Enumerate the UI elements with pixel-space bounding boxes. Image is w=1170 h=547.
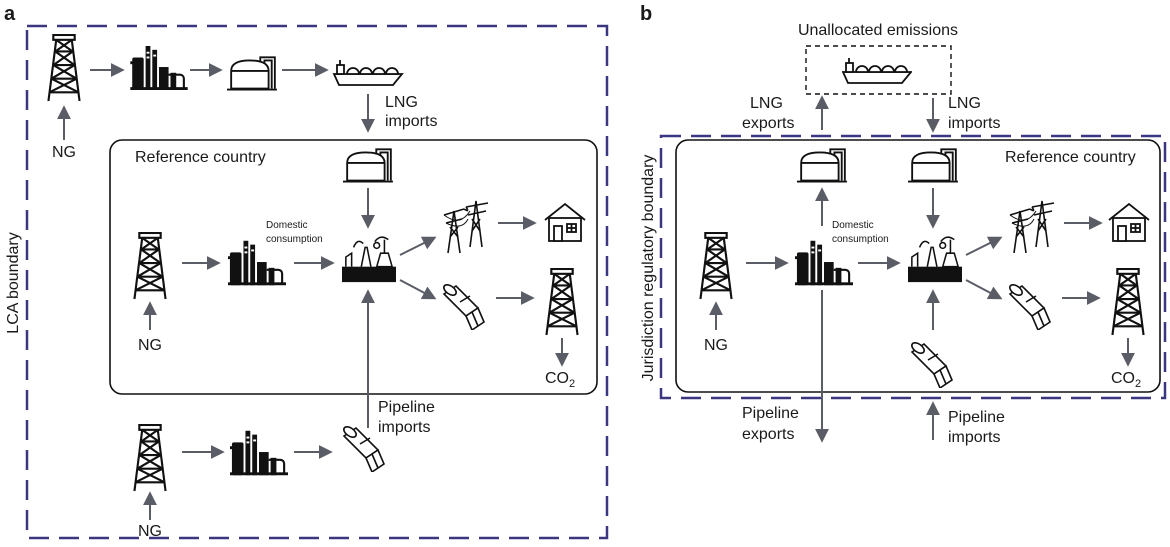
processing-plant-icon (795, 240, 853, 286)
lng-ship-icon (842, 57, 912, 84)
arrow (399, 279, 437, 300)
industry-consumption-icon (908, 236, 962, 283)
pipeline-imports-label-b-2: imports (948, 429, 1000, 446)
pipeline-icon (441, 282, 485, 330)
ng-well-icon (133, 232, 167, 300)
pipeline-imports-label-b-1: Pipeline (948, 409, 1005, 426)
lng-imports-label-b-1: LNG (948, 95, 981, 112)
lng-exports-label-2: exports (742, 115, 794, 132)
house-icon (1108, 203, 1150, 242)
lng-tank-icon (227, 56, 278, 91)
reference-country-box-a (109, 139, 598, 395)
domestic-consumption-label-a-1: Domestic (266, 220, 308, 231)
reference-country-box-b (675, 139, 1161, 393)
pipeline-imports-label-a-2: imports (378, 419, 430, 436)
ng-label-b: NG (704, 337, 728, 354)
ng-well-icon (699, 232, 733, 300)
arrow (399, 236, 437, 256)
ccs-well-icon (545, 268, 579, 336)
reference-country-label-b: Reference country (1005, 149, 1136, 166)
domestic-consumption-label-b-2: consumption (832, 234, 889, 245)
power-pylon-icon (1009, 200, 1055, 254)
lng-imports-label-a-1: LNG (385, 94, 418, 111)
lca-boundary (25, 24, 609, 540)
lng-tank-icon (908, 148, 959, 183)
panel-b-letter: b (640, 3, 652, 25)
pipeline-exports-label-1: Pipeline (742, 405, 799, 422)
jurisdiction-boundary-label: Jurisdiction regulatory boundary (640, 155, 657, 382)
jurisdiction-boundary (659, 134, 1167, 400)
lng-ship-icon (333, 59, 403, 86)
arrow (965, 236, 1003, 256)
co2-label-a: CO2 (545, 370, 575, 390)
lng-imports-label-a-2: imports (385, 113, 437, 130)
ng-label-inner: NG (138, 337, 162, 354)
house-icon (544, 203, 586, 242)
lca-boundary-label: LCA boundary (5, 232, 22, 333)
domestic-consumption-label-a-2: consumption (266, 234, 323, 245)
ng-well-icon (133, 424, 167, 492)
domestic-consumption-label-b-1: Domestic (832, 220, 874, 231)
power-pylon-icon (443, 200, 489, 254)
pipeline-exports-label-2: exports (742, 426, 794, 443)
co2-label-b: CO2 (1111, 370, 1141, 390)
ccs-well-icon (1111, 268, 1145, 336)
lng-imports-label-b-2: imports (948, 115, 1000, 132)
ng-well-icon (47, 34, 81, 102)
lng-exports-label-1: LNG (750, 95, 783, 112)
panel-a-letter: a (4, 3, 16, 25)
pipeline-icon (1007, 282, 1051, 330)
arrow (965, 279, 1003, 300)
lng-tank-icon (797, 148, 848, 183)
processing-plant-icon (230, 430, 288, 476)
ng-label-top: NG (52, 144, 76, 161)
lng-tank-icon (343, 148, 394, 183)
industry-consumption-icon (342, 236, 396, 283)
ng-label-bottom: NG (138, 523, 162, 540)
reference-country-label-a: Reference country (135, 149, 266, 166)
processing-plant-icon (228, 240, 286, 286)
unallocated-emissions-box (805, 45, 952, 95)
processing-plant-icon (130, 46, 188, 90)
unallocated-emissions-label: Unallocated emissions (798, 22, 958, 39)
pipeline-icon (909, 340, 953, 388)
pipeline-imports-label-a-1: Pipeline (378, 399, 435, 416)
